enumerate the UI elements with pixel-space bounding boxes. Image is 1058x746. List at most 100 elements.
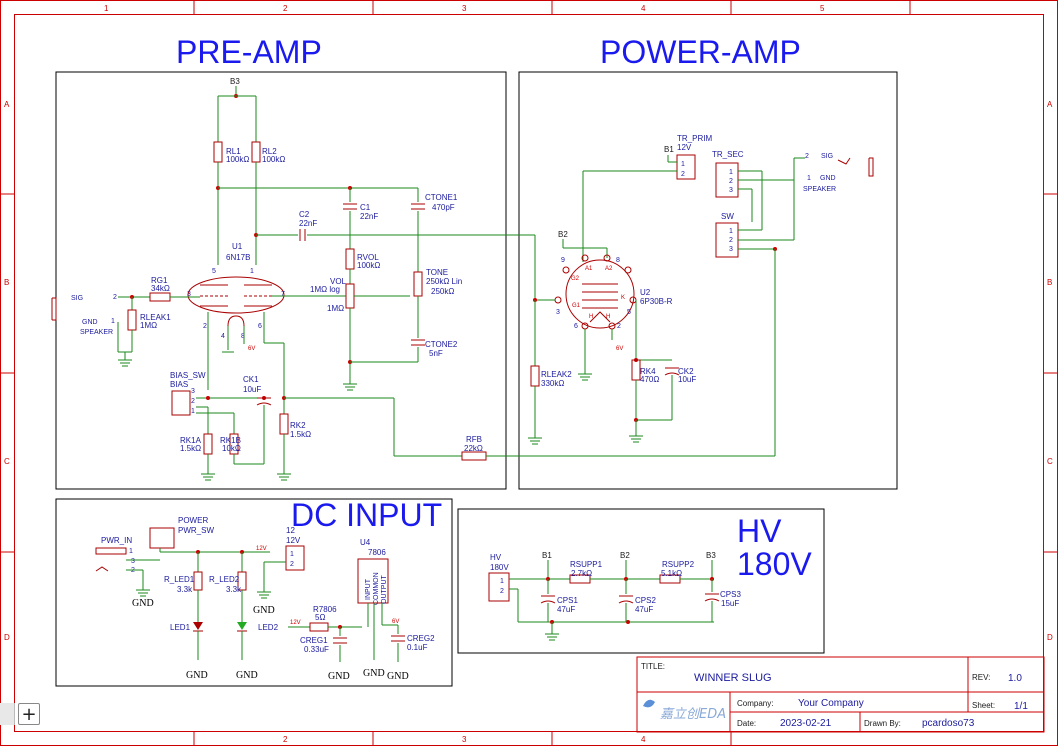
creg1-label: CREG1 bbox=[300, 636, 328, 645]
connector-12v bbox=[285, 545, 305, 571]
rk1a-value: 1.5kΩ bbox=[180, 444, 201, 453]
rk2-value: 1.5kΩ bbox=[290, 430, 311, 439]
canvas-tab-strip bbox=[0, 703, 15, 725]
ctone2-label: CTONE2 bbox=[425, 340, 458, 349]
connector-sw bbox=[715, 222, 739, 258]
switch-bias bbox=[171, 390, 191, 416]
row-label: A bbox=[4, 100, 10, 109]
tone-value2: 250kΩ bbox=[431, 287, 454, 296]
resistor-r7806 bbox=[309, 622, 329, 632]
rsupp2-label: RSUPP2 bbox=[662, 560, 695, 569]
spk-pin: 1 bbox=[807, 175, 811, 182]
ck2-value: 10uF bbox=[678, 375, 696, 384]
rvol-label: RVOL bbox=[357, 253, 379, 262]
tr-prim-value: 12V bbox=[677, 143, 692, 152]
easyeda-logo: 嘉立创EDA bbox=[643, 699, 726, 722]
connector-hv bbox=[488, 572, 510, 602]
tone-value1: 250kΩ Lin bbox=[426, 277, 462, 286]
u4-value: 7806 bbox=[368, 548, 386, 557]
logo-text: 嘉立创EDA bbox=[660, 707, 726, 722]
tr-prim-label: TR_PRIM bbox=[677, 134, 712, 143]
resistor-rl1 bbox=[213, 141, 223, 163]
cps2-value: 47uF bbox=[635, 605, 653, 614]
resistor-rleak2 bbox=[530, 365, 540, 387]
rsupp2-value: 5.1kΩ bbox=[661, 569, 682, 578]
poweramp-box bbox=[518, 71, 898, 490]
row-label: B bbox=[1047, 278, 1052, 287]
dcinput-box bbox=[55, 498, 453, 687]
drawn-label: Drawn By: bbox=[864, 719, 901, 728]
title-value: WINNER SLUG bbox=[694, 672, 772, 684]
input-jack bbox=[51, 297, 57, 321]
conn-pin: 1 bbox=[290, 551, 294, 558]
cps2-label: CPS2 bbox=[635, 596, 656, 605]
u2-pin-label: K bbox=[621, 295, 625, 301]
tone-label: TONE bbox=[426, 268, 448, 277]
sheet-value: 1/1 bbox=[1014, 701, 1028, 712]
net-label-b2: B2 bbox=[620, 551, 630, 560]
rk2-label: RK2 bbox=[290, 421, 306, 430]
vol-value2: 1MΩ bbox=[327, 304, 344, 313]
tr-sec-pin: 1 bbox=[729, 169, 733, 176]
net-12v: 12V bbox=[290, 620, 301, 626]
col-label: 2 bbox=[283, 4, 288, 13]
led2-icon bbox=[237, 622, 247, 630]
preamp-box bbox=[55, 71, 507, 490]
dcinput-title: DC INPUT bbox=[291, 497, 442, 533]
gnd-label: GND bbox=[186, 670, 208, 681]
sw-pin: 1 bbox=[729, 228, 733, 235]
rev-label: REV: bbox=[972, 673, 990, 682]
hv-label: HV bbox=[490, 553, 502, 562]
company-value: Your Company bbox=[798, 698, 864, 709]
cps1-label: CPS1 bbox=[557, 596, 578, 605]
pwr-in-pin: 1 bbox=[129, 548, 133, 555]
cps3-label: CPS3 bbox=[720, 590, 741, 599]
gnd-label: GND bbox=[328, 671, 350, 682]
col-label: 4 bbox=[641, 735, 646, 744]
company-label: Company: bbox=[737, 699, 773, 708]
rfb-label: RFB bbox=[466, 435, 482, 444]
rleak1-label: RLEAK1 bbox=[140, 313, 171, 322]
resistor-rk2 bbox=[279, 413, 289, 435]
u1-pin: 8 bbox=[241, 333, 245, 340]
rl1-value: 100kΩ bbox=[226, 155, 249, 164]
col-label: 1 bbox=[104, 4, 109, 13]
led2-label: LED2 bbox=[258, 623, 279, 632]
rg1-value: 34kΩ bbox=[151, 284, 170, 293]
spk-pin: 2 bbox=[805, 153, 809, 160]
r-led1-value: 3.3k bbox=[177, 585, 193, 594]
net-label-b1: B1 bbox=[664, 145, 674, 154]
rg1-label: RG1 bbox=[151, 276, 168, 285]
u2-6v: 6V bbox=[616, 346, 623, 352]
net-12v: 12V bbox=[256, 546, 267, 552]
tr-sec-label: TR_SEC bbox=[712, 150, 744, 159]
output-jack bbox=[868, 157, 874, 177]
bias-pin: 2 bbox=[191, 398, 195, 405]
u4-pin-label: INPUT bbox=[365, 578, 372, 600]
hv-pin: 2 bbox=[500, 588, 504, 595]
row-label: D bbox=[1047, 633, 1053, 642]
u1-pin: 2 bbox=[203, 323, 207, 330]
c1-label: C1 bbox=[360, 203, 371, 212]
hv-box bbox=[457, 508, 825, 654]
c2-label: C2 bbox=[299, 210, 310, 219]
col-label: 3 bbox=[462, 4, 467, 13]
sig-arrow: SIG bbox=[71, 295, 83, 302]
preamp-circuit: B3 RL1 100kΩ RL2 100kΩ C1 22nF CTONE1 47… bbox=[51, 77, 536, 481]
r-led1-label: R_LED1 bbox=[164, 575, 195, 584]
cps1-value: 47uF bbox=[557, 605, 575, 614]
spk-sig: SIG bbox=[821, 153, 833, 160]
add-sheet-button[interactable]: + bbox=[18, 703, 40, 725]
spk-gnd: GND bbox=[820, 175, 836, 182]
row-label: B bbox=[4, 278, 9, 287]
rvol-value: 100kΩ bbox=[357, 261, 380, 270]
creg2-value: 0.1uF bbox=[407, 643, 428, 652]
date-label: Date: bbox=[737, 719, 756, 728]
tr-prim-pin: 2 bbox=[681, 171, 685, 178]
rk4-value: 470Ω bbox=[640, 375, 659, 384]
u1-label: U1 bbox=[232, 242, 243, 251]
ck1-label: CK1 bbox=[243, 375, 259, 384]
row-label: A bbox=[1047, 100, 1053, 109]
sw-pin: 3 bbox=[729, 246, 733, 253]
hv-title-line1: HV bbox=[737, 513, 782, 549]
